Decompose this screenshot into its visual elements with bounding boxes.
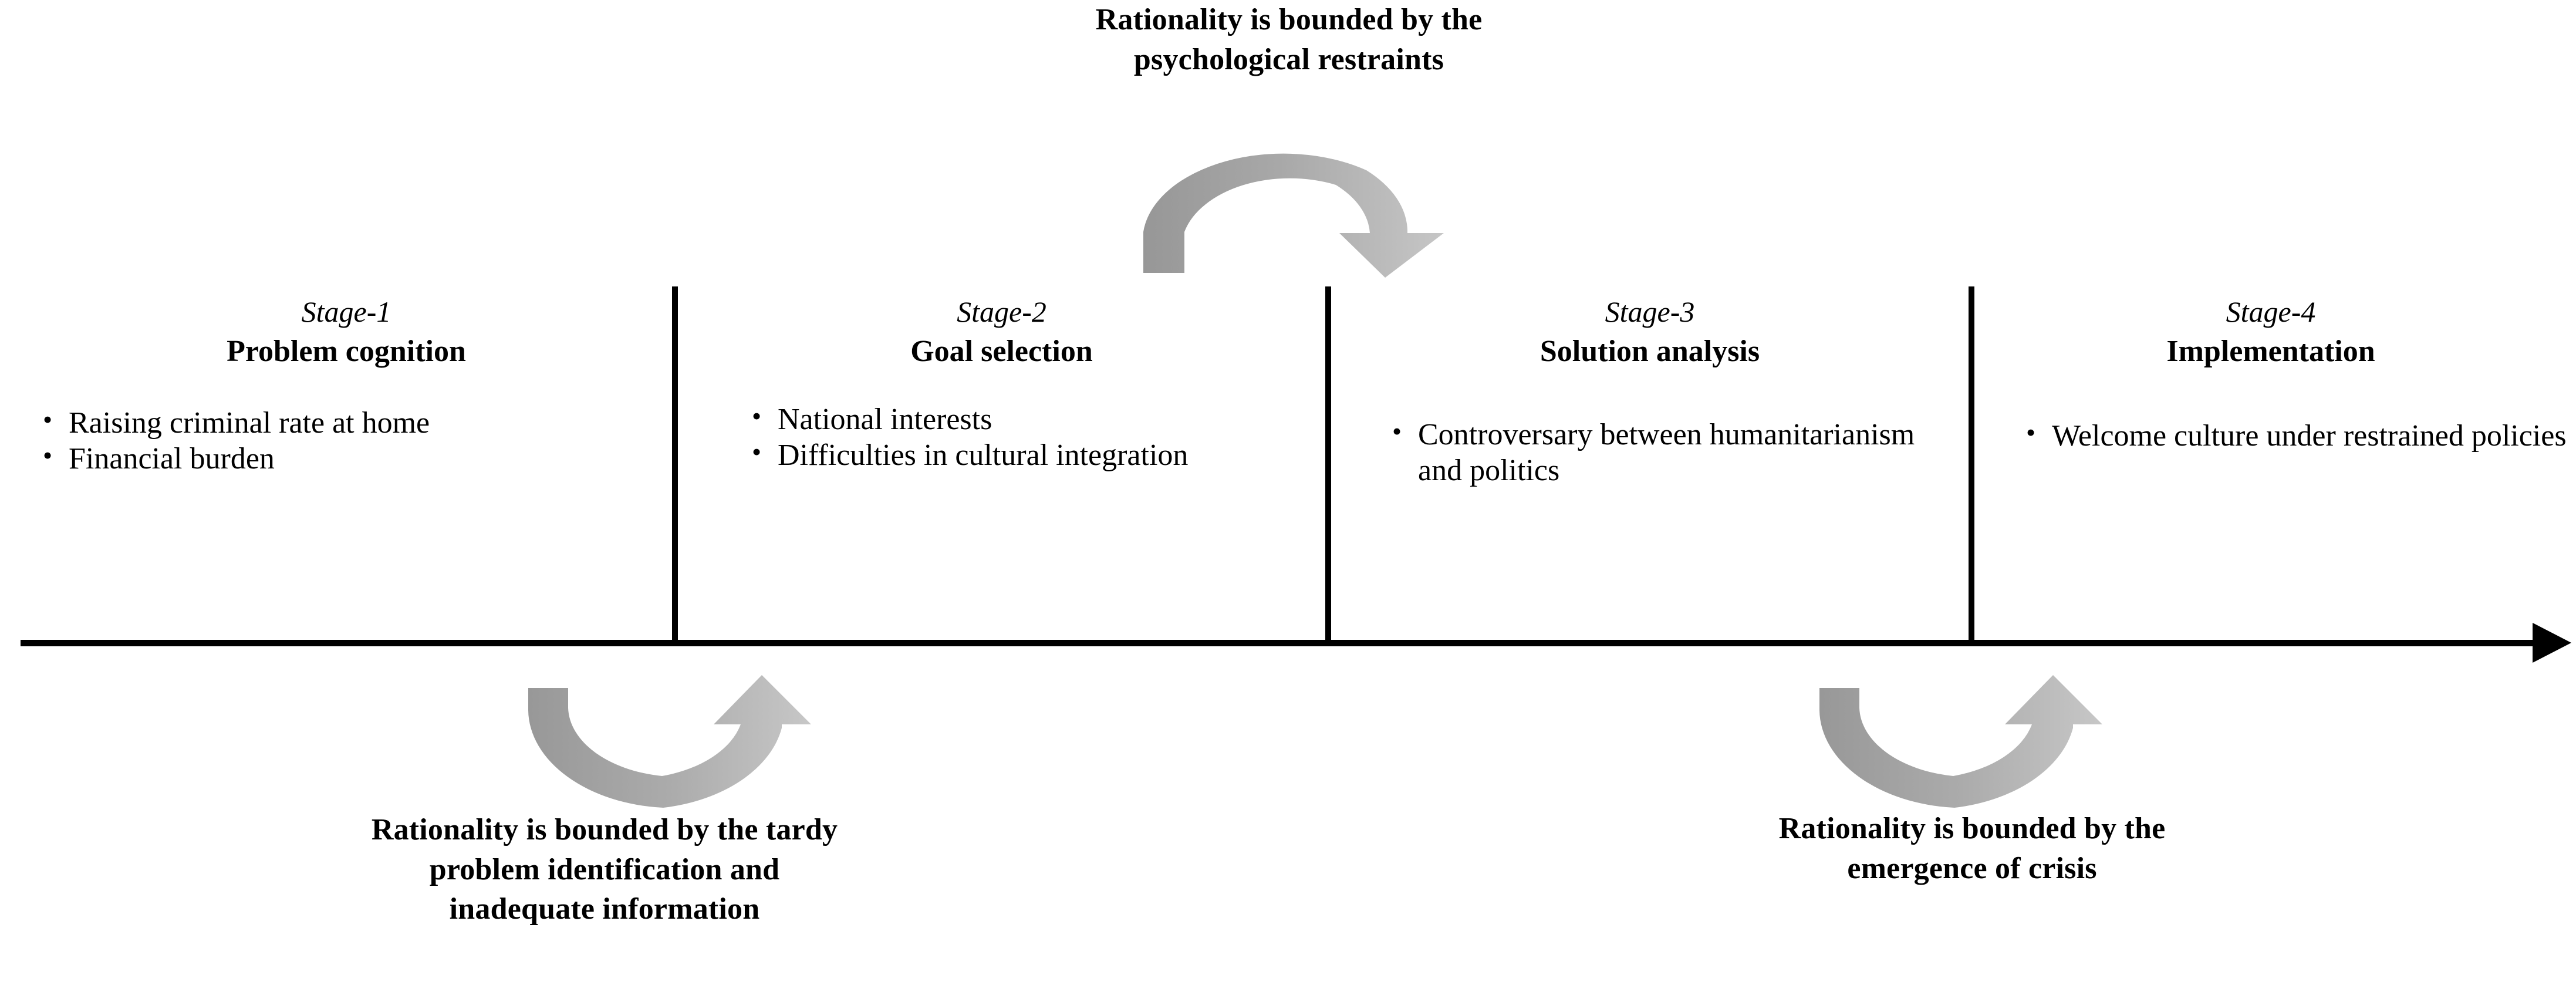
list-item: • Welcome culture under restrained polic… <box>2021 417 2567 454</box>
stage-column-4: Stage-4 Implementation • Welcome culture… <box>1974 296 2567 454</box>
list-item: • Financial burden <box>38 440 660 477</box>
bottom-right-caption-line-1: Rationality is bounded by the <box>1778 812 2166 845</box>
top-caption-line-2: psychological restraints <box>1133 42 1444 76</box>
stage-3-number: Stage-3 <box>1605 295 1695 328</box>
bottom-left-caption: Rationality is bounded by the tardy prob… <box>252 810 957 929</box>
stage-column-2: Stage-2 Goal selection • National intere… <box>678 296 1325 474</box>
bottom-left-caption-line-3: inadequate information <box>449 892 760 926</box>
bullet-text: Difficulties in cultural integration <box>778 438 1189 473</box>
bullet-text: Raising criminal rate at home <box>69 406 430 440</box>
bullet-dot-icon: • <box>752 437 762 467</box>
stage-column-1: Stage-1 Problem cognition • Raising crim… <box>21 296 672 477</box>
stage-divider-3 <box>1969 286 1974 646</box>
bullet-text: National interests <box>778 403 992 437</box>
bottom-right-feedback-arrow-icon <box>1808 669 2148 834</box>
list-item: • Difficulties in cultural integration <box>747 437 1311 473</box>
bottom-left-caption-line-2: problem identification and <box>429 852 780 886</box>
bullet-text: Welcome culture under restrained policie… <box>2052 419 2567 453</box>
bullet-dot-icon: • <box>43 440 53 471</box>
timeline-axis-arrowhead-icon <box>2533 623 2571 663</box>
bottom-right-caption-line-2: emergence of crisis <box>1847 851 2097 885</box>
bottom-left-feedback-arrow-icon <box>516 669 857 834</box>
stage-1-bullet-list: • Raising criminal rate at home • Financ… <box>38 404 660 477</box>
list-item: • Raising criminal rate at home <box>38 404 660 441</box>
stage-1-title: Problem cognition <box>227 334 466 368</box>
stage-column-3: Stage-3 Solution analysis • Controversar… <box>1331 296 1969 489</box>
timeline-axis-line <box>21 640 2544 646</box>
stage-divider-2 <box>1325 286 1331 646</box>
top-caption: Rationality is bounded by the psychologi… <box>943 0 1635 79</box>
top-feedback-arrow-icon <box>1133 144 1485 279</box>
stage-2-title: Goal selection <box>910 334 1093 368</box>
list-item: • National interests <box>747 401 1311 437</box>
stage-4-title: Implementation <box>2166 334 2375 368</box>
bullet-text: Controversary between humanitarianism an… <box>1418 418 1915 488</box>
stage-2-bullet-list: • National interests • Difficulties in c… <box>747 401 1311 474</box>
top-caption-line-1: Rationality is bounded by the <box>1095 3 1483 36</box>
stage-4-number: Stage-4 <box>2226 295 2316 328</box>
bullet-dot-icon: • <box>1392 416 1402 447</box>
stage-divider-1 <box>672 286 678 646</box>
list-item: • Controversary between humanitarianism … <box>1387 416 1963 489</box>
stage-1-number: Stage-1 <box>301 295 391 328</box>
bullet-dot-icon: • <box>752 401 762 431</box>
stage-4-bullet-list: • Welcome culture under restrained polic… <box>2021 417 2567 454</box>
bottom-right-caption: Rationality is bounded by the emergence … <box>1638 809 2307 888</box>
bullet-dot-icon: • <box>2026 417 2036 448</box>
bullet-text: Financial burden <box>69 442 275 476</box>
bullet-dot-icon: • <box>43 404 53 435</box>
stage-3-bullet-list: • Controversary between humanitarianism … <box>1387 416 1963 489</box>
stage-3-title: Solution analysis <box>1539 334 1760 368</box>
bottom-left-caption-line-1: Rationality is bounded by the tardy <box>371 813 838 846</box>
stage-2-number: Stage-2 <box>957 295 1046 328</box>
